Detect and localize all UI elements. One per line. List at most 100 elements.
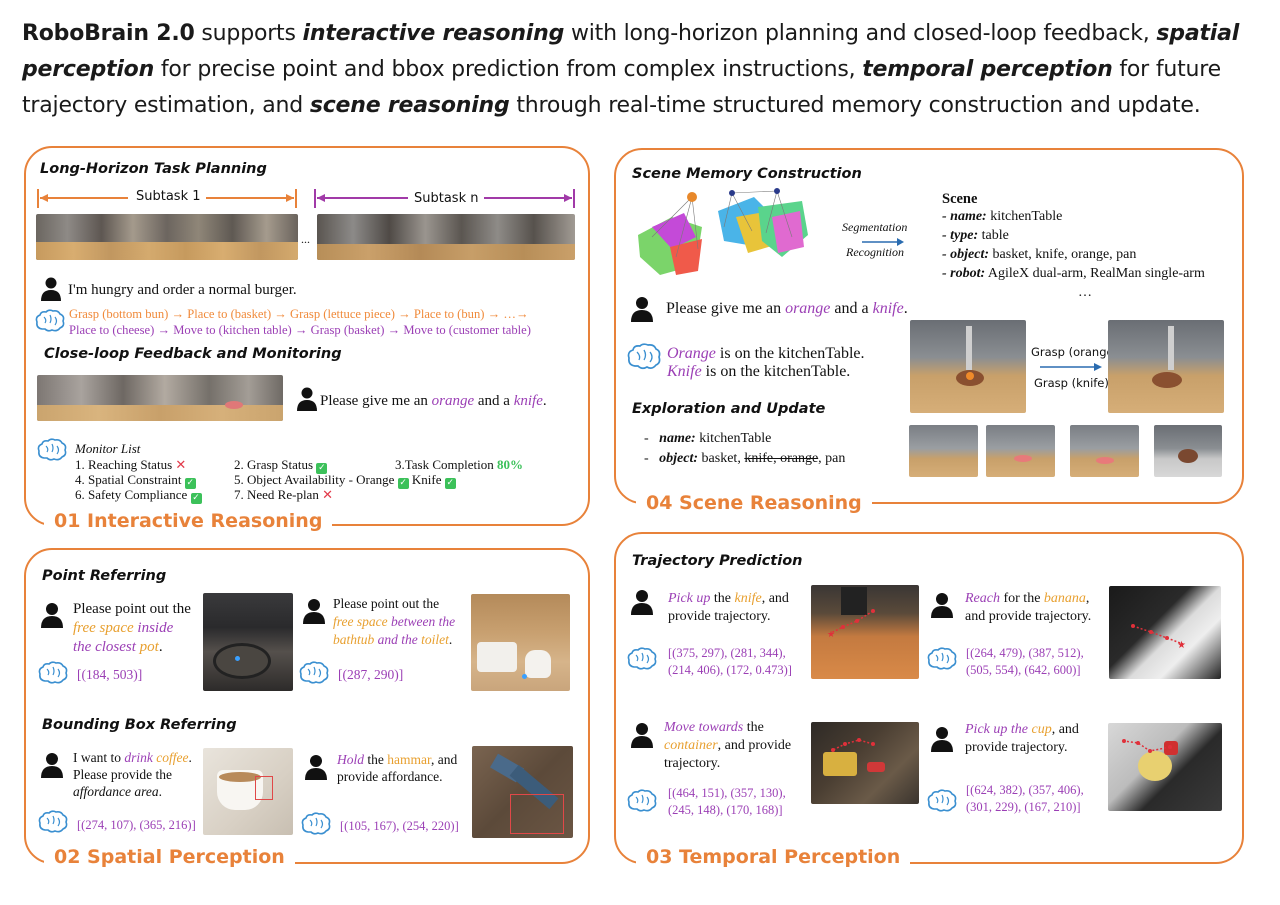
bullet: -	[644, 431, 649, 446]
text: .	[158, 784, 162, 799]
intro-text: with long-horizon planning and closed-lo…	[564, 21, 1157, 46]
value: AgileX dual-arm, RealMan single-arm	[985, 266, 1205, 281]
text: Move towards	[664, 720, 744, 735]
trajectory-answer-2: [(264, 479), (387, 512), (505, 554), (642…	[966, 645, 1084, 679]
check-icon: ✓	[444, 478, 456, 489]
hammer-image	[472, 746, 573, 838]
user-icon	[631, 590, 653, 615]
trajectory-query-2: Reach for the banana, and provide trajec…	[965, 590, 1091, 626]
text: [(464, 151), (357, 130),	[668, 786, 786, 800]
scene-title: Scene	[942, 191, 978, 207]
text: the	[743, 720, 764, 735]
intro-robobrain: RoboBrain 2.0	[22, 21, 195, 46]
bathroom-image	[471, 594, 570, 691]
text: the closest	[73, 639, 136, 655]
scene-attr: - object: basket, knife, orange, pan	[942, 246, 1136, 264]
cross-icon: ✕	[175, 458, 187, 473]
monitor-label: 5. Object Availability - Orange	[234, 472, 395, 487]
text: , and	[430, 752, 458, 767]
arrow-right-icon	[862, 238, 904, 246]
text: [(264, 479), (387, 512),	[966, 646, 1084, 660]
section-title: Long-Horizon Task Planning	[40, 161, 267, 177]
robot-before-image	[910, 320, 1026, 413]
target-phrase: banana	[1043, 591, 1086, 606]
brain-icon	[37, 438, 67, 461]
recognition-label: Recognition	[846, 245, 904, 259]
subtask-n-label: Subtask n	[414, 191, 479, 206]
key: - type:	[942, 228, 979, 243]
brain-icon	[927, 647, 957, 670]
bbox-query-1: I want to drink coffee. Please provide t…	[73, 749, 203, 800]
grasp-orange-label: Grasp (orange)	[1031, 345, 1119, 359]
section-title: Close-loop Feedback and Monitoring	[44, 346, 342, 362]
exploration-frame-3	[1070, 425, 1139, 477]
user-message: I'm hungry and order a normal burger.	[68, 282, 297, 298]
brain-icon	[299, 661, 329, 684]
key: - object:	[942, 247, 990, 262]
knife-trajectory-image: ★	[811, 585, 919, 679]
bbox-answer-1: [(274, 107), (365, 216)]	[77, 818, 196, 832]
stove-pot-image	[203, 593, 293, 691]
text: .	[903, 300, 908, 317]
text: , and	[761, 591, 789, 606]
brain-icon	[35, 309, 65, 332]
panel-title: 04 Scene Reasoning	[636, 492, 872, 514]
grasp-knife-label: Grasp (knife)	[1034, 376, 1109, 390]
plan-line-2: Place to (cheese) → Move to (kitchen tab…	[69, 323, 531, 337]
object-knife: Knife	[667, 363, 702, 380]
arrow-right-icon	[1040, 363, 1102, 371]
text: is on the kitchenTable.	[715, 345, 865, 362]
svg-text:★: ★	[1177, 640, 1186, 651]
scene-attr: - type: table	[942, 227, 1009, 245]
bbox-query-2: Hold the hammar, and provide affordance.	[337, 751, 472, 785]
feedback-request: Please give me an orange and a knife.	[320, 392, 547, 410]
text: (301, 229), (167, 210)]	[966, 800, 1081, 814]
text: (214, 406), (172, 0.473)]	[668, 663, 792, 677]
panel-interactive-reasoning	[24, 146, 590, 526]
text: Pick up	[668, 591, 711, 606]
text: Hold	[337, 752, 364, 767]
monitor-label: 3.Task Completion	[395, 457, 494, 472]
target-phrase: coffee	[156, 750, 189, 765]
brain-icon	[627, 789, 657, 812]
scene-more: …	[1078, 285, 1092, 300]
text: [(375, 297), (281, 344),	[668, 646, 786, 660]
value: basket, knife, orange, pan	[989, 247, 1137, 262]
scene-graph-illustration	[638, 188, 808, 275]
text: provide trajectory.	[668, 609, 771, 624]
check-icon: ✓	[316, 463, 328, 474]
text: Reach	[965, 591, 1000, 606]
target-phrase: toilet	[421, 632, 449, 647]
cross-icon: ✕	[322, 488, 333, 503]
monitor-label: 6. Safety Compliance	[75, 487, 188, 502]
text: for the	[999, 591, 1044, 606]
text: and a	[474, 393, 514, 409]
text: (505, 554), (642, 600)]	[966, 663, 1081, 677]
intro-keyword: temporal perception	[862, 57, 1113, 82]
intro-keyword: spatial perception	[22, 21, 1240, 82]
bbox-answer-2: [(105, 167), (254, 220)]	[340, 819, 459, 833]
burger-task-frames-n	[317, 214, 575, 260]
user-icon	[303, 599, 325, 624]
section-title: Point Referring	[42, 568, 167, 584]
trajectory-query-3: Move towards the container, and provide …	[664, 719, 791, 773]
subtask-1-label: Subtask 1	[136, 189, 201, 204]
section-title: Trajectory Prediction	[632, 553, 803, 569]
target-phrase: hammar	[387, 752, 431, 767]
text: Please point out the	[333, 596, 440, 611]
completion-percent: 80%	[497, 457, 524, 472]
scene-user-request: Please give me an orange and a knife.	[666, 300, 908, 318]
text: between the	[390, 614, 456, 629]
value: basket,	[698, 451, 745, 466]
text: affordance area	[73, 784, 159, 799]
segmentation-label: Segmentation	[842, 220, 908, 234]
value: table	[978, 228, 1009, 243]
explore-attr: - object: basket, knife, orange, pan	[644, 450, 845, 468]
text: Please give me an	[320, 393, 432, 409]
monitor-label: 4. Spatial Constraint	[75, 472, 182, 487]
brain-icon	[627, 343, 661, 370]
object-orange: orange	[431, 393, 475, 409]
check-icon: ✓	[397, 478, 409, 489]
point-query-1: Please point out the free space inside t…	[73, 600, 203, 657]
object-knife: knife	[513, 393, 543, 409]
